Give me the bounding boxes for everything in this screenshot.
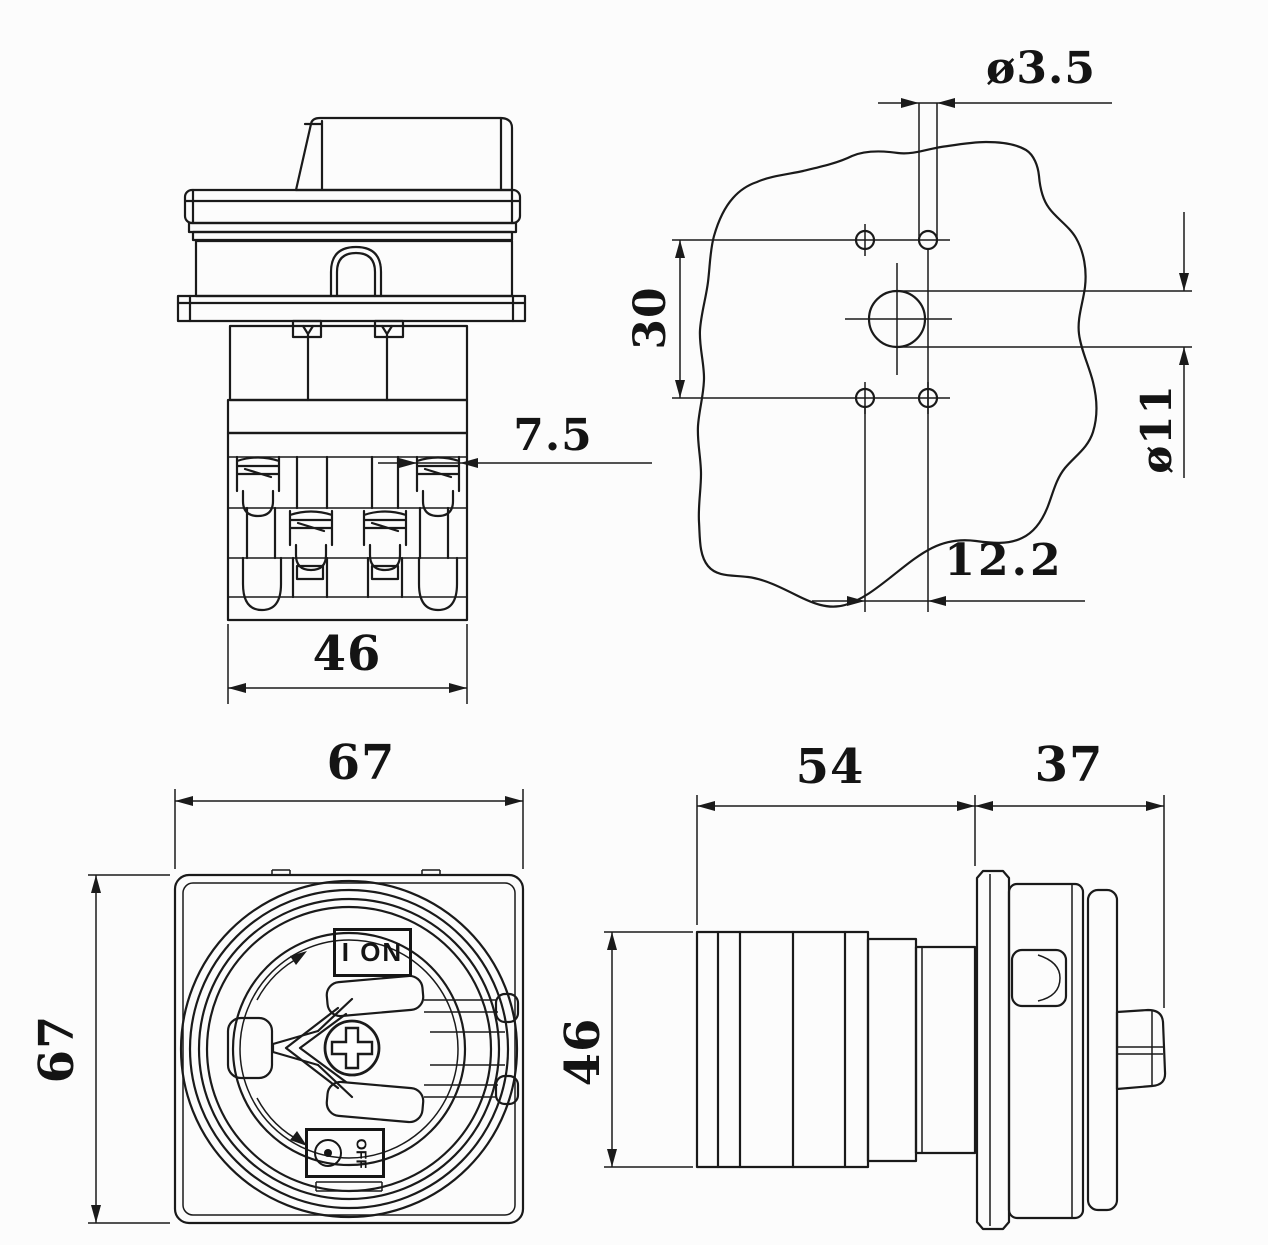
bezel-cap	[183, 188, 522, 242]
off-label-text: OFF	[352, 1138, 370, 1168]
side-elevation-view	[176, 116, 652, 704]
dimension-terminal-screw	[378, 458, 652, 468]
knob-side	[1115, 1008, 1167, 1091]
panel-plate-side	[975, 869, 1011, 1231]
switch-body-side	[695, 930, 977, 1169]
dimension-body-height	[604, 931, 693, 1168]
knob-screw	[323, 1019, 381, 1077]
dimension-plate-width	[174, 789, 524, 869]
dim-label-small-hole: ø3.5	[986, 43, 1096, 94]
dimension-plate-height	[88, 874, 170, 1224]
dim-label-block-width: 46	[312, 626, 382, 682]
off-indicator-icon	[314, 1139, 342, 1167]
front-plate	[173, 869, 525, 1225]
dim-label-body-depth: 54	[795, 739, 865, 795]
dim-label-plate-height: 67	[29, 1014, 85, 1084]
panel-drilling-view	[672, 98, 1192, 612]
dim-label-body-height: 46	[555, 1017, 611, 1087]
dimension-vertical-spacing	[672, 239, 950, 399]
dim-label-plate-width: 67	[326, 735, 396, 791]
switch-stack-body	[226, 324, 469, 435]
mounted-side-view	[604, 795, 1167, 1231]
off-indicator-dot	[324, 1149, 332, 1157]
on-label-text: I ON	[341, 937, 404, 967]
knob-front[interactable]	[226, 974, 520, 1124]
switch-head-body	[194, 239, 514, 298]
on-position-label: I ON	[333, 928, 412, 977]
bezel-side	[1007, 882, 1119, 1220]
rotation-arrow-arc	[256, 951, 307, 1146]
terminal-block	[226, 431, 469, 622]
bezel-rings	[179, 879, 519, 1219]
dim-label-horizontal-spacing: 12.2	[944, 535, 1064, 586]
front-face-view	[88, 789, 525, 1225]
dimension-block-width	[227, 624, 468, 704]
center-hole	[845, 263, 952, 375]
panel-break-outline	[696, 140, 1098, 608]
dim-label-center-hole: ø11	[1132, 384, 1181, 474]
dimension-body-depth	[696, 795, 1165, 1008]
dim-label-terminal-screw: 7.5	[513, 410, 593, 461]
knob-side-profile	[294, 116, 514, 192]
dim-label-front-depth: 37	[1034, 737, 1104, 793]
dim-label-vertical-spacing: 30	[625, 286, 676, 350]
dimension-center-hole	[897, 212, 1192, 478]
off-position-label: OFF	[305, 1128, 385, 1178]
dimension-horizontal-spacing	[812, 249, 1085, 612]
dimension-small-hole	[878, 98, 1112, 239]
